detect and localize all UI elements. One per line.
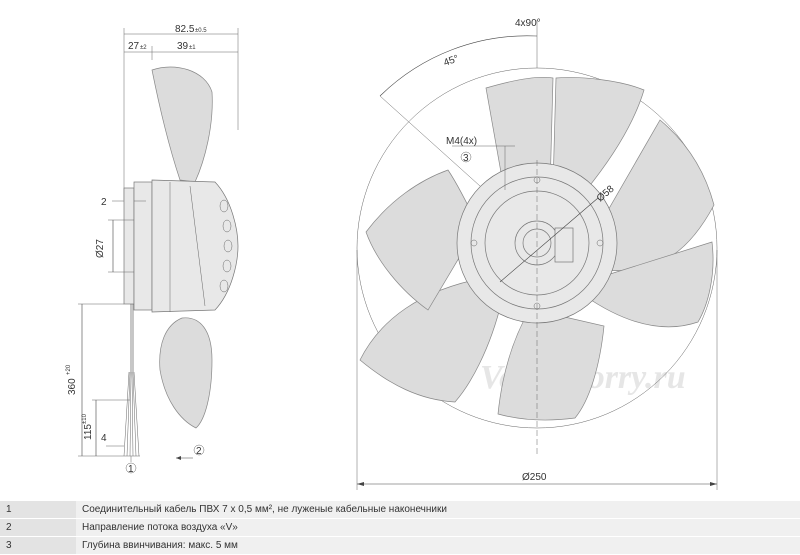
front-depth-tolerance: ±2 <box>140 45 147 51</box>
front-blade-3 <box>584 241 714 328</box>
front-blade-6 <box>365 169 479 311</box>
front-blade-5 <box>359 277 503 403</box>
side-view: 82.5 ±0.5 27 ±2 39 ±1 2 Ø27 <box>66 24 239 475</box>
mounting-angle-label: 4x90° <box>515 18 541 29</box>
cable-length-tolerance: +20 <box>66 364 72 375</box>
legend-text: Глубина ввинчивания: макс. 5 мм <box>76 536 800 554</box>
strip-length-label: 115 <box>83 424 94 440</box>
front-depth-label: 27 <box>128 41 140 52</box>
legend-number: 3 <box>0 536 76 554</box>
side-blade-upper <box>151 66 213 183</box>
strip-length-tolerance: ±10 <box>82 413 88 424</box>
legend-row: 1 Соединительный кабель ПВХ 7 x 0,5 мм²,… <box>0 500 800 519</box>
hub-diameter-label: Ø27 <box>95 239 106 258</box>
rear-depth-tolerance: ±1 <box>189 45 196 51</box>
front-blades <box>359 76 715 421</box>
front-view: 4x90° 45° M4(4x) 3 Ø58 Ø250 <box>356 18 718 490</box>
overall-depth-label: 82.5 <box>175 24 195 35</box>
fan-diameter-label: Ø250 <box>522 472 547 483</box>
legend-text: Соединительный кабель ПВХ 7 x 0,5 мм², н… <box>76 500 800 519</box>
legend-number: 2 <box>0 518 76 537</box>
side-blade-lower <box>159 317 213 429</box>
end-strip-label: 4 <box>101 433 107 444</box>
callout-2: 2 <box>196 446 202 457</box>
cable-length-label: 360 <box>67 378 78 395</box>
cable-wires <box>123 371 140 457</box>
technical-drawing: Ventilatorry.ru 82.5 ±0.5 27 ±2 39 ±1 <box>66 18 718 490</box>
cooling-slots <box>219 199 233 293</box>
motor-flange <box>123 187 135 305</box>
legend-row: 2 Направление потока воздуха «V» <box>0 518 800 537</box>
thread-label: M4(4x) <box>446 136 477 147</box>
offset-label: 2 <box>101 197 107 208</box>
legend-text: Направление потока воздуха «V» <box>76 518 800 537</box>
front-blade-4 <box>497 308 605 421</box>
nameplate <box>554 227 574 263</box>
callout-3: 3 <box>463 153 469 164</box>
legend-number: 1 <box>0 500 76 519</box>
legend-row: 3 Глубина ввинчивания: макс. 5 мм <box>0 536 800 554</box>
front-blade-1 <box>552 77 645 201</box>
rotor-body <box>151 179 239 313</box>
rear-depth-label: 39 <box>177 41 189 52</box>
callout-1: 1 <box>128 464 134 475</box>
legend-table: 1 Соединительный кабель ПВХ 7 x 0,5 мм²,… <box>0 500 800 554</box>
overall-depth-tolerance: ±0.5 <box>195 28 207 34</box>
angle-label: 45° <box>442 53 460 69</box>
